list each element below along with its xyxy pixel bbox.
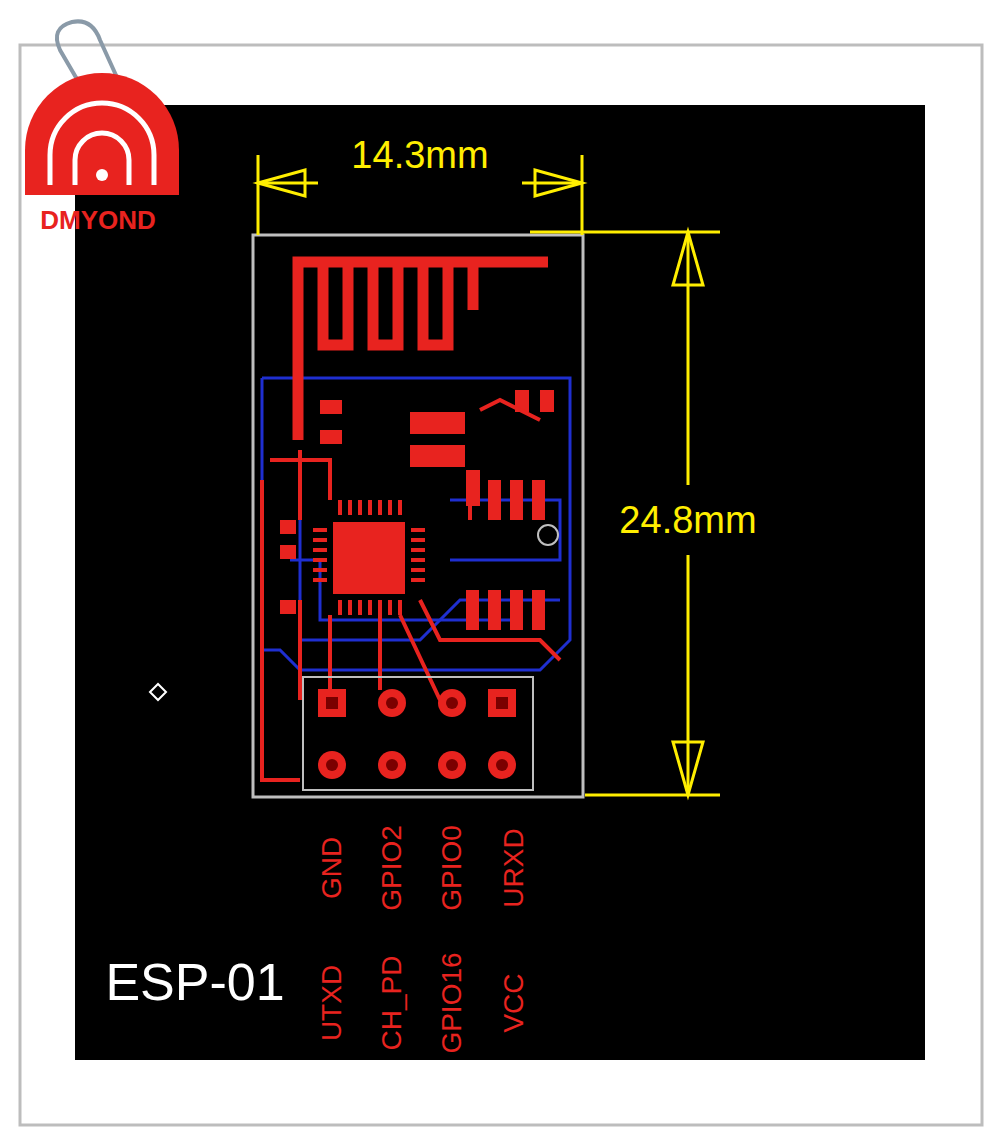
chip-pins bbox=[313, 500, 425, 615]
pin-name: UTXD bbox=[318, 965, 346, 1041]
logo-dot bbox=[96, 169, 108, 181]
red-traces bbox=[262, 400, 560, 780]
header-pads bbox=[318, 689, 516, 779]
pin-name: GPIO16 bbox=[438, 952, 466, 1053]
logo-arc bbox=[50, 103, 154, 185]
pcb-outline bbox=[253, 235, 583, 797]
pin-name: VCC bbox=[500, 973, 528, 1032]
top-copper bbox=[280, 390, 554, 630]
origin-marker bbox=[150, 684, 166, 700]
mount-hole bbox=[538, 525, 558, 545]
pin-name: CH_PD bbox=[378, 956, 406, 1051]
antenna-trace bbox=[298, 262, 548, 440]
header-outline bbox=[303, 677, 533, 790]
pin-name: URXD bbox=[500, 828, 528, 907]
dimension-lines bbox=[258, 155, 720, 795]
dimension-label: 24.8mm bbox=[619, 501, 756, 539]
watermark: DMYOND bbox=[40, 207, 156, 233]
pin-name: GPIO2 bbox=[378, 825, 406, 911]
dimension-label: 14.3mm bbox=[351, 136, 488, 174]
logo-arc bbox=[75, 133, 129, 185]
pin-name: GPIO0 bbox=[438, 825, 466, 911]
photo-frame bbox=[20, 45, 982, 1125]
pin-name: GND bbox=[318, 837, 346, 899]
black-panel bbox=[75, 105, 925, 1060]
bottom-traces bbox=[262, 378, 570, 670]
module-title: ESP-01 bbox=[105, 956, 284, 1008]
logo-shape bbox=[25, 73, 179, 195]
